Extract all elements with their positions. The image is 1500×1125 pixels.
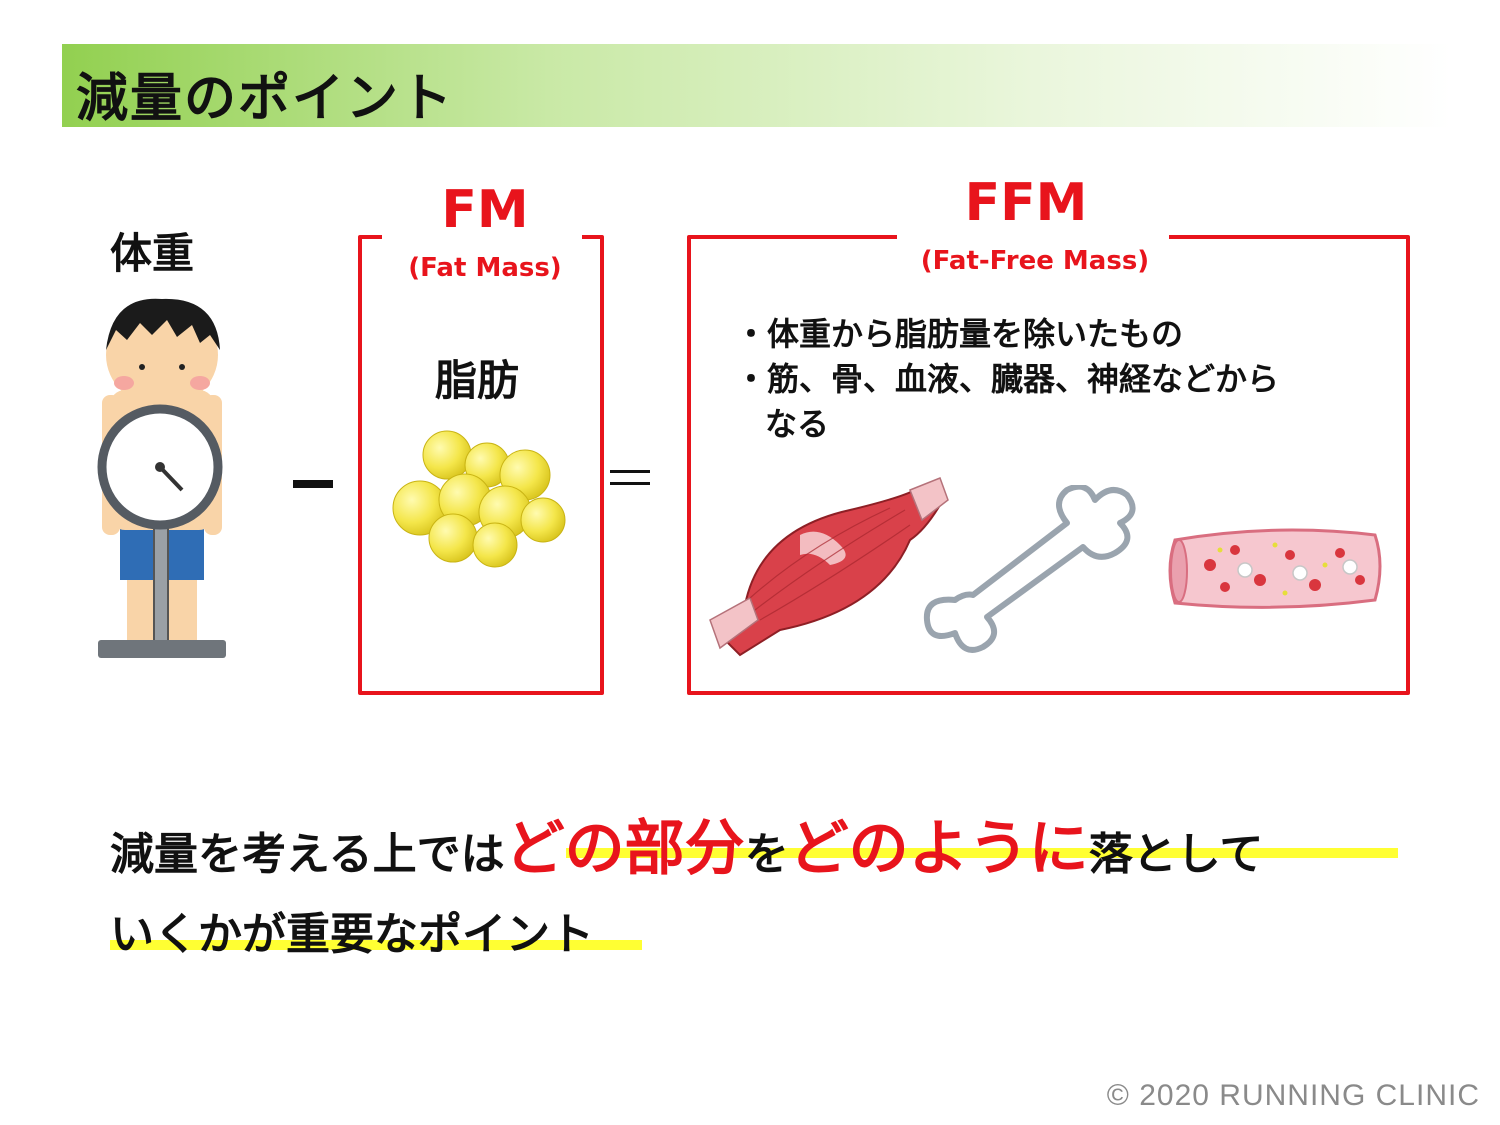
highlight-line-1 bbox=[566, 848, 1398, 858]
fm-subtitle: (Fat Mass) bbox=[408, 253, 562, 283]
message-emphasis-1: どの部分 bbox=[504, 814, 745, 884]
bone-illustration bbox=[923, 485, 1136, 653]
message-emphasis-2: どのように bbox=[788, 814, 1089, 884]
message-line-1: 減量を考える上ではどの部分をどのように落として bbox=[110, 800, 1263, 887]
fat-label: 脂肪 bbox=[434, 356, 519, 405]
equals-sign bbox=[610, 466, 650, 490]
boy-on-scale-illustration bbox=[97, 298, 226, 658]
title-bar: 減量のポイント bbox=[62, 44, 1452, 129]
ffm-description: ・体重から脂肪量を除いたもの ・筋、骨、血液、臓器、神経などから なる bbox=[735, 312, 1279, 447]
copyright: © 2020 RUNNING CLINIC bbox=[1106, 1079, 1480, 1112]
message-line-2: いくかが重要なポイント bbox=[110, 909, 594, 960]
minus-sign bbox=[293, 480, 333, 488]
ffm-bullet-1: ・体重から脂肪量を除いたもの bbox=[735, 315, 1184, 353]
ffm-title: FFM bbox=[964, 173, 1088, 233]
page-title: 減量のポイント bbox=[76, 69, 455, 129]
ffm-bullet-2-continued: なる bbox=[765, 405, 830, 443]
message-part-1: 減量を考える上では bbox=[110, 829, 505, 880]
message-part-3: 落として bbox=[1088, 829, 1264, 880]
ffm-subtitle: (Fat-Free Mass) bbox=[920, 246, 1150, 276]
muscle-illustration bbox=[709, 477, 949, 657]
highlight-line-2 bbox=[110, 940, 642, 950]
weight-label: 体重 bbox=[110, 229, 195, 278]
ffm-frame-gap bbox=[897, 230, 1169, 240]
message-part-2: を bbox=[744, 829, 789, 880]
blood-vessel-illustration bbox=[1168, 528, 1382, 609]
fm-frame-gap bbox=[382, 230, 582, 240]
fat-globules-illustration bbox=[392, 430, 566, 568]
ffm-bullet-2: ・筋、骨、血液、臓器、神経などから bbox=[735, 360, 1280, 398]
